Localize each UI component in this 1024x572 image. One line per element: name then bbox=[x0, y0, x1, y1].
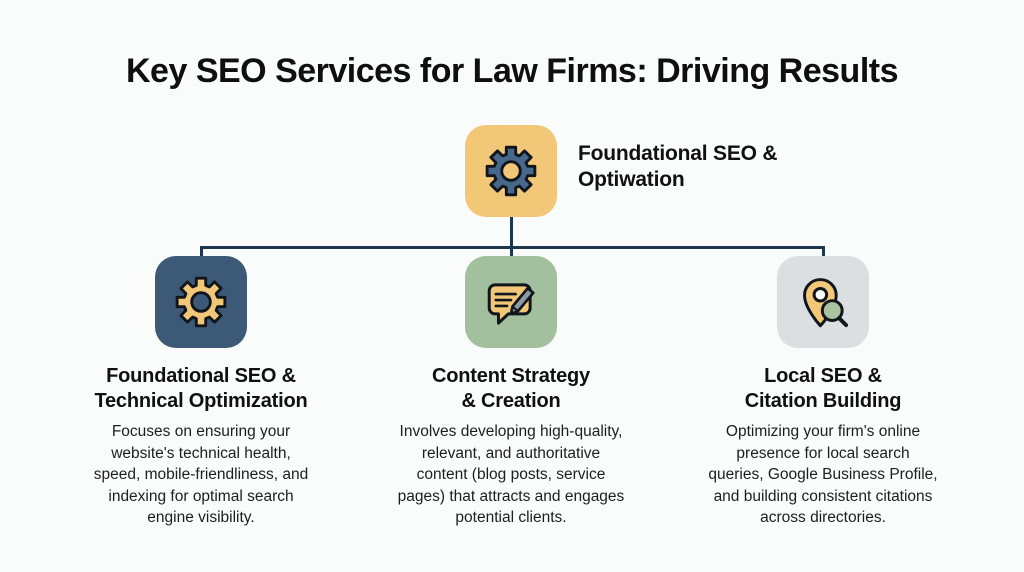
gear-icon bbox=[169, 270, 233, 334]
branch-description: Focuses on ensuring your website's techn… bbox=[93, 423, 309, 526]
root-node-tile bbox=[465, 125, 557, 217]
connector-right-vertical bbox=[822, 246, 825, 258]
branch-description: Optimizing your firm's online presence f… bbox=[708, 423, 938, 526]
content-writing-icon bbox=[478, 269, 544, 335]
branch-column-local-seo: Local SEO & Citation Building Optimizing… bbox=[673, 364, 973, 529]
connector-left-vertical bbox=[200, 246, 203, 258]
gear-icon bbox=[479, 139, 543, 203]
branch-heading: Foundational SEO & Technical Optimizatio… bbox=[94, 365, 308, 412]
branch-column-foundational-seo: Foundational SEO & Technical Optimizatio… bbox=[51, 364, 351, 529]
branch-tile-foundational-seo bbox=[155, 256, 247, 348]
branch-tile-content-strategy bbox=[465, 256, 557, 348]
root-node-label: Foundational SEO & Optiwation bbox=[578, 142, 778, 191]
branch-tile-local-seo bbox=[777, 256, 869, 348]
branch-description: Involves developing high-quality, releva… bbox=[397, 423, 625, 526]
connector-root-vertical bbox=[510, 215, 513, 248]
location-search-icon bbox=[790, 269, 856, 335]
page-title: Key SEO Services for Law Firms: Driving … bbox=[126, 52, 899, 90]
connector-middle-vertical bbox=[510, 246, 513, 258]
branch-heading: Local SEO & Citation Building bbox=[744, 365, 902, 412]
branch-column-content-strategy: Content Strategy & Creation Involves dev… bbox=[361, 364, 661, 529]
branch-heading: Content Strategy & Creation bbox=[432, 365, 590, 412]
